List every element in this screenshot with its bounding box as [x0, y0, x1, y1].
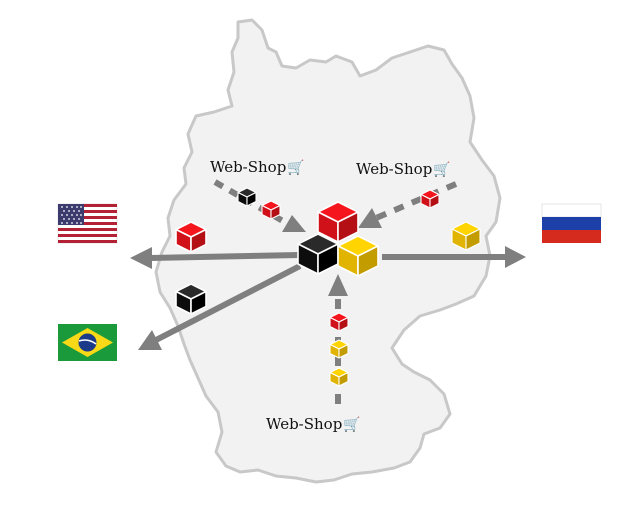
webshop-label-northeast: Web-Shop🛒: [356, 160, 451, 178]
webshop-label-south: Web-Shop🛒: [266, 415, 361, 433]
cube-face: [357, 245, 379, 277]
cube-face: [337, 211, 359, 243]
export-arrowhead-usa: [130, 247, 152, 269]
shopping-cart-icon: 🛒: [433, 162, 451, 178]
export-arrow-brazil: [154, 263, 302, 343]
webshop-text: Web-Shop: [266, 415, 343, 433]
central-cube-yellow: [337, 235, 379, 277]
flag-usa: [57, 203, 118, 244]
cube-red-northeast: [420, 189, 440, 209]
cube-face: [190, 290, 207, 315]
cube-yellow-eastbound: [451, 221, 481, 251]
export-arrowhead-russia: [505, 246, 526, 268]
cube-layer: [175, 187, 481, 387]
shopping-cart-icon: 🛒: [287, 160, 305, 176]
cube-red-westbound: [175, 221, 207, 253]
shopping-cart-icon: 🛒: [343, 417, 361, 433]
cube-face: [246, 191, 257, 207]
flag-russia: [541, 203, 602, 243]
cube-face: [270, 204, 281, 220]
import-arrowhead-south: [328, 274, 348, 296]
cube-face: [338, 371, 349, 387]
cube-red-northwest: [261, 200, 281, 220]
export-arrow-usa: [149, 252, 301, 261]
export-arrowhead-brazil: [138, 330, 162, 350]
cube-face: [338, 343, 349, 359]
cube-face: [465, 228, 481, 251]
central-cube-black: [297, 233, 339, 275]
import-arrowhead-northwest: [282, 215, 306, 232]
cube-black-brazilbound: [175, 283, 207, 315]
flag-brazil: [58, 324, 117, 361]
import-arrowhead-northeast: [358, 208, 382, 228]
cube-yellow-south-2: [329, 367, 349, 387]
cube-yellow-south-1: [329, 339, 349, 359]
cube-face: [338, 316, 349, 332]
cube-red-south: [329, 312, 349, 332]
webshop-text: Web-Shop: [356, 160, 433, 178]
cube-face: [429, 193, 440, 209]
cube-black-northwest: [237, 187, 257, 207]
central-cube-red: [317, 201, 359, 243]
cube-face: [190, 228, 207, 253]
webshop-label-northwest: Web-Shop🛒: [210, 158, 305, 176]
import-dashed-northeast: [374, 181, 458, 221]
webshop-text: Web-Shop: [210, 158, 287, 176]
